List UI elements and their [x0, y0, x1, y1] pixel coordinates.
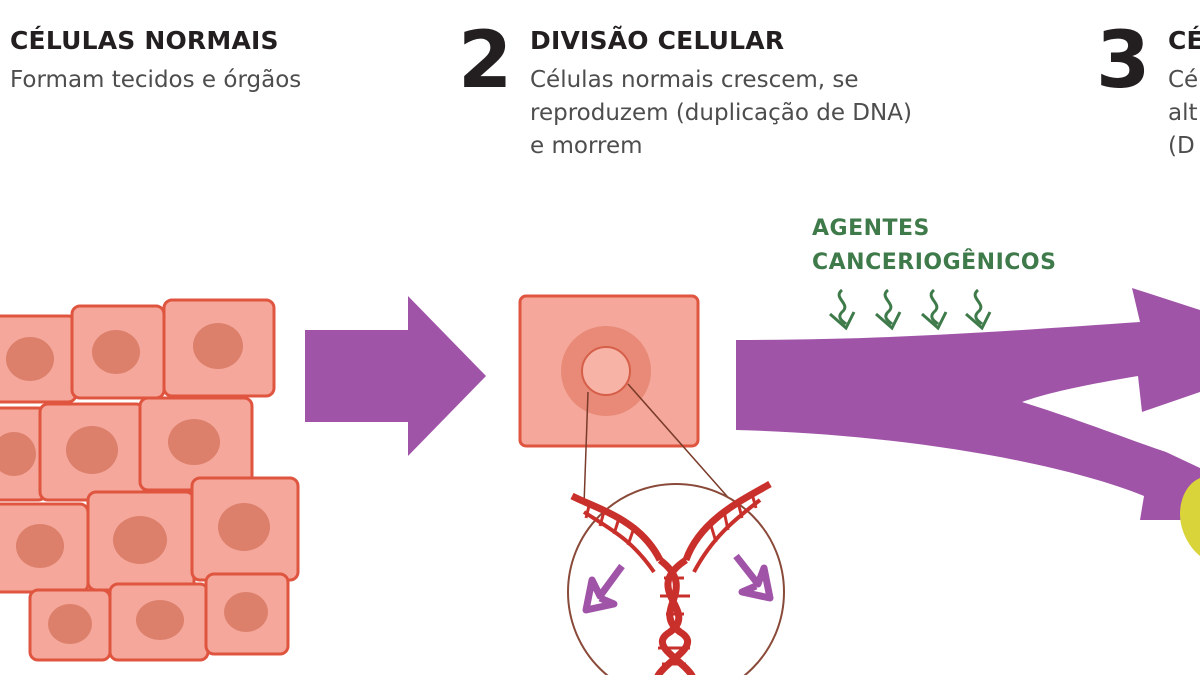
dna-magnifier: [567, 480, 785, 675]
dna-strand: [682, 480, 772, 562]
description-line: Células normais crescem, se: [530, 67, 859, 93]
agents-line: CANCERIOGÊNICOS: [812, 250, 1057, 275]
normal-cell: [0, 502, 90, 594]
normal-cells-tissue: [0, 298, 300, 662]
dna-helix-rungs: [658, 576, 690, 666]
purple-arrow-right: [305, 296, 486, 456]
normal-cell: [138, 396, 254, 492]
normal-cell: [162, 298, 276, 398]
agent-squiggles: [829, 288, 992, 331]
normal-cell: [0, 406, 48, 502]
normal-cell: [38, 402, 146, 502]
dna-strand: [582, 510, 656, 574]
abnormal-cell-edge: [1180, 478, 1200, 556]
purple-small-arrow: [582, 563, 625, 614]
purple-small-arrow: [733, 553, 774, 602]
agents-line: AGENTES: [812, 216, 930, 241]
step-title: DIVISÃO CELULAR: [530, 26, 785, 55]
normal-cell: [86, 490, 196, 592]
normal-cell: [28, 588, 112, 662]
normal-cell: [108, 582, 210, 662]
description-line: (D: [1168, 133, 1195, 159]
step-number: 3: [1096, 16, 1151, 106]
dividing-cell: [518, 294, 700, 448]
normal-cell: [0, 314, 78, 404]
step-number: 2: [458, 16, 513, 106]
step-description: Células normais crescem, se reproduzem (…: [530, 64, 1050, 163]
dna-helix: [654, 557, 691, 675]
carcinogenic-agents-label: AGENTES CANCERIOGÊNICOS: [812, 212, 1056, 280]
step-title: CÉ: [1168, 26, 1200, 55]
zoom-line: [583, 391, 589, 506]
normal-cell: [70, 304, 166, 400]
description-line: Cé: [1168, 67, 1199, 93]
dna-helix: [659, 557, 696, 675]
normal-cell: [204, 572, 290, 656]
description-line: e morrem: [530, 133, 643, 159]
step-title: CÉLULAS NORMAIS: [10, 26, 279, 55]
dna-rungs: [584, 493, 758, 546]
step-description: Cé alt (D: [1168, 64, 1200, 163]
dna-strand: [692, 498, 762, 573]
step-description: Formam tecidos e órgãos: [10, 67, 302, 93]
description-line: alt: [1168, 100, 1198, 126]
purple-fork-arrow: [736, 288, 1200, 520]
description-line: reproduzem (duplicação de DNA): [530, 100, 912, 126]
normal-cell: [190, 476, 300, 582]
